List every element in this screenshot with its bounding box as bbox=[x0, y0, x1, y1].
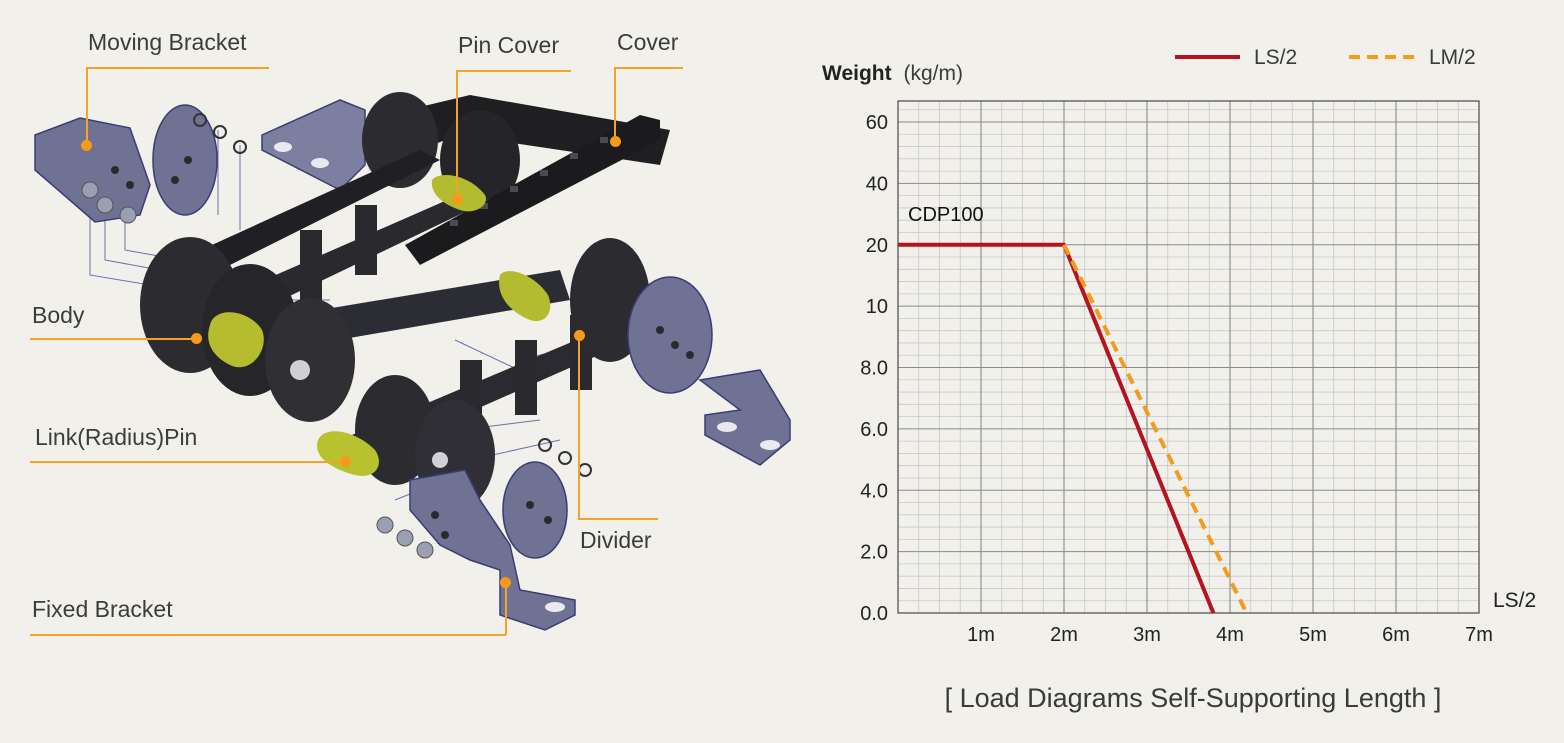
leader-moving-bracket bbox=[86, 67, 269, 69]
series-layer bbox=[898, 242, 1249, 614]
y-tick-label: 40 bbox=[866, 173, 888, 195]
x-tick-label: 7m bbox=[1465, 624, 1493, 646]
leader-body bbox=[30, 338, 196, 340]
leader-fixed-bracket-rise bbox=[505, 582, 507, 635]
leader-fixed-bracket bbox=[30, 634, 506, 636]
y-tick-label: 0.0 bbox=[860, 603, 888, 625]
label-moving-bracket: Moving Bracket bbox=[88, 29, 247, 55]
y-tick-label: 4.0 bbox=[860, 480, 888, 502]
leader-cover bbox=[614, 67, 683, 69]
x-tick-label: 5m bbox=[1299, 624, 1327, 646]
leader-link-pin bbox=[30, 461, 345, 463]
load-diagram-chart: 0.0 2.0 4.0 6.0 8.0 10 20 40 60 1m 2m 3m 4m 5m 6m 7m W… bbox=[822, 46, 1536, 713]
legend: LS/2 LM/2 bbox=[1175, 46, 1476, 69]
y-tick-label: 2.0 bbox=[860, 542, 888, 564]
x-tick-label: 1m bbox=[967, 624, 995, 646]
leader-pin-cover-drop bbox=[456, 70, 458, 197]
series-annotation: CDP100 bbox=[908, 204, 984, 226]
marker-moving-bracket bbox=[81, 140, 92, 151]
label-divider: Divider bbox=[580, 527, 652, 553]
x-tick-labels: 1m 2m 3m 4m 5m 6m 7m bbox=[967, 624, 1493, 646]
legend-label-lm: LM/2 bbox=[1429, 46, 1476, 69]
label-fixed-bracket: Fixed Bracket bbox=[32, 596, 173, 622]
x-tick-label: 3m bbox=[1133, 624, 1161, 646]
y-axis-label-bold: Weight bbox=[822, 62, 892, 85]
label-cover: Cover bbox=[617, 29, 679, 55]
marker-link-pin bbox=[340, 456, 351, 467]
plot-frame bbox=[897, 100, 1480, 614]
leader-pin-cover bbox=[456, 70, 571, 72]
y-axis-label-unit: (kg/m) bbox=[903, 62, 963, 85]
marker-pin-cover bbox=[452, 194, 463, 205]
leader-divider bbox=[578, 518, 658, 520]
leader-divider-rise bbox=[578, 335, 580, 519]
x-tick-label: 6m bbox=[1382, 624, 1410, 646]
label-body: Body bbox=[32, 302, 85, 328]
y-tick-label: 6.0 bbox=[860, 419, 888, 441]
leader-cover-drop bbox=[614, 67, 616, 139]
chart-caption: [ Load Diagrams Self-Supporting Length ] bbox=[945, 683, 1442, 713]
y-tick-label: 20 bbox=[866, 235, 888, 257]
legend-label-ls: LS/2 bbox=[1254, 46, 1297, 69]
y-tick-labels: 0.0 2.0 4.0 6.0 8.0 10 20 40 60 bbox=[860, 112, 888, 625]
leader-moving-bracket-drop bbox=[86, 67, 88, 144]
exploded-view-illustration bbox=[34, 92, 791, 631]
marker-cover bbox=[610, 136, 621, 147]
grid-minor bbox=[898, 101, 1479, 613]
marker-divider bbox=[574, 330, 585, 341]
y-tick-label: 60 bbox=[866, 112, 888, 134]
x-axis-label: LS/2 bbox=[1493, 589, 1536, 612]
x-tick-label: 2m bbox=[1050, 624, 1078, 646]
label-link-pin: Link(Radius)Pin bbox=[35, 424, 198, 450]
series-line-lm bbox=[1062, 243, 1249, 614]
marker-fixed-bracket bbox=[500, 577, 511, 588]
y-tick-label: 8.0 bbox=[860, 358, 888, 380]
y-tick-label: 10 bbox=[866, 296, 888, 318]
x-tick-label: 4m bbox=[1216, 624, 1244, 646]
y-axis-label: Weight (kg/m) bbox=[822, 62, 963, 85]
label-pin-cover: Pin Cover bbox=[458, 32, 559, 58]
marker-body bbox=[191, 333, 202, 344]
